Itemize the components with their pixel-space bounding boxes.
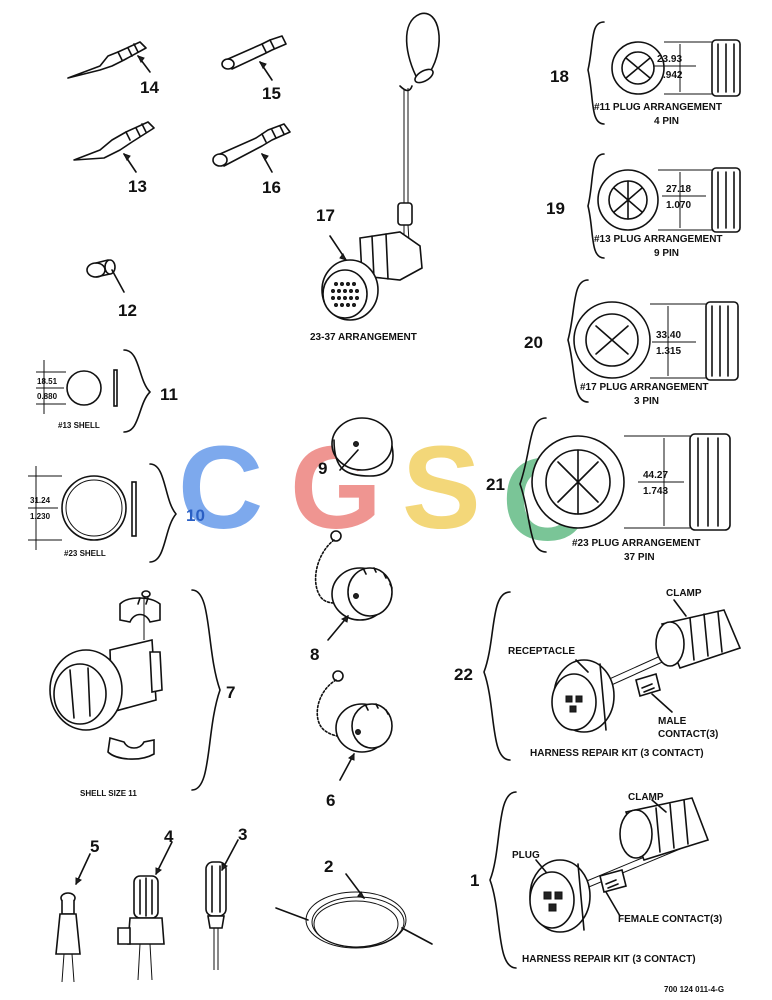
item-9-label: 9 <box>318 459 327 478</box>
socket-contact-16: 16 <box>212 123 291 197</box>
item-19-dim-bottom: 1.070 <box>666 200 691 211</box>
item-22-clamp-label: CLAMP <box>666 588 702 599</box>
item-18-dim-bottom: .942 <box>663 70 683 81</box>
watermark-letter-s: S <box>402 422 481 554</box>
item-13-label: 13 <box>128 177 147 196</box>
item-5-label: 5 <box>90 837 99 856</box>
shell-7: 7 SHELL SIZE 11 <box>49 589 235 798</box>
shell-10: 31.24 1.230 10 #23 SHELL <box>28 463 205 563</box>
pin-grid <box>331 282 359 307</box>
harness-kit-22: 22 CLAMP RECEPTACLE MALE CONTACT(3) HARN… <box>454 588 742 761</box>
plug-arrangement-19: 19 27.18 1.070 #13 PLUG ARRANGEMENT 9 PI… <box>546 153 741 259</box>
item-20-caption-1: #17 PLUG ARRANGEMENT <box>580 382 709 393</box>
item-18-caption-2: 4 PIN <box>654 116 679 127</box>
figure-id: 700 124 011-4-G <box>664 985 724 994</box>
item-10-caption: #23 SHELL <box>64 549 106 558</box>
item-18-label: 18 <box>550 67 569 86</box>
item-1-clamp-label: CLAMP <box>628 792 664 803</box>
item-12-label: 12 <box>118 301 137 320</box>
pin-contact-14: 14 <box>67 41 159 97</box>
item-15-label: 15 <box>262 84 281 103</box>
item-19-label: 19 <box>546 199 565 218</box>
item-1-plug-label: PLUG <box>512 850 540 861</box>
item-18-dim-top: 23.93 <box>657 54 682 65</box>
item-22-receptacle-label: RECEPTACLE <box>508 646 575 657</box>
socket-contact-15: 15 <box>221 35 287 103</box>
item-22-label: 22 <box>454 665 473 684</box>
item-14-label: 14 <box>140 78 159 97</box>
item-17-label: 17 <box>316 206 335 225</box>
cap-6: 6 <box>316 670 393 810</box>
item-4-label: 4 <box>164 827 174 846</box>
plug-arrangement-20: 20 33.40 1.315 #17 PLUG ARRANGEMENT 3 PI… <box>524 279 739 407</box>
item-20-dim-top: 33.40 <box>656 330 681 341</box>
item-8-label: 8 <box>310 645 319 664</box>
item-10-dim-top: 31.24 <box>30 496 51 505</box>
item-22-contact-label-1: MALE <box>658 716 687 727</box>
item-11-dim-bottom: 0.880 <box>37 392 58 401</box>
item-19-caption-2: 9 PIN <box>654 248 679 259</box>
item-7-caption: SHELL SIZE 11 <box>80 789 137 798</box>
item-10-label: 10 <box>186 506 205 525</box>
item-21-caption-2: 37 PIN <box>624 552 655 563</box>
item-21-dim-bottom: 1.743 <box>643 486 668 497</box>
screwdriver-3: 3 <box>205 825 247 970</box>
harness-kit-1: 1 CLAMP PLUG FEMALE CONTACT(3) HARNESS R… <box>470 791 722 969</box>
item-1-label: 1 <box>470 871 479 890</box>
item-2-label: 2 <box>324 857 333 876</box>
cap-8: 8 <box>310 530 393 664</box>
item-7-label: 7 <box>226 683 235 702</box>
item-19-dim-top: 27.18 <box>666 184 691 195</box>
shell-11: 18.51 0.880 11 #13 SHELL <box>36 349 178 433</box>
item-11-dim-top: 18.51 <box>37 377 58 386</box>
item-3-label: 3 <box>238 825 247 844</box>
item-6-label: 6 <box>326 791 335 810</box>
plug-12: 12 <box>86 259 137 320</box>
item-22-contact-label-2: CONTACT(3) <box>658 729 718 740</box>
item-20-caption-2: 3 PIN <box>634 396 659 407</box>
wire-coil-2: 2 <box>275 857 433 949</box>
pin-contact-13: 13 <box>73 121 155 196</box>
item-11-label: 11 <box>160 385 178 404</box>
tool-4: 4 <box>117 827 174 981</box>
item-21-caption-1: #23 PLUG ARRANGEMENT <box>572 538 701 549</box>
plug-arrangement-21: 21 44.27 1.743 #23 PLUG ARRANGEMENT 37 P… <box>486 417 731 563</box>
item-20-dim-bottom: 1.315 <box>656 346 681 357</box>
item-17-caption: 23-37 ARRANGEMENT <box>310 332 417 343</box>
item-19-caption-1: #13 PLUG ARRANGEMENT <box>594 234 723 245</box>
item-1-contact-label: FEMALE CONTACT(3) <box>618 914 722 925</box>
cap-9: 9 <box>318 417 394 478</box>
item-20-label: 20 <box>524 333 543 352</box>
item-22-caption: HARNESS REPAIR KIT (3 CONTACT) <box>530 748 704 759</box>
item-16-label: 16 <box>262 178 281 197</box>
item-21-dim-top: 44.27 <box>643 470 668 481</box>
connector-17: 17 23-37 ARRANGEMENT <box>310 12 440 343</box>
watermark-letter-c1: C <box>178 422 263 554</box>
item-18-caption-1: #11 PLUG ARRANGEMENT <box>594 102 722 113</box>
item-10-dim-bottom: 1.230 <box>30 512 51 521</box>
plug-arrangement-18: 18 23.93 .942 #11 PLUG ARRANGEMENT 4 PIN <box>550 21 741 127</box>
item-1-caption: HARNESS REPAIR KIT (3 CONTACT) <box>522 954 696 965</box>
tool-5: 5 <box>55 837 99 983</box>
item-21-label: 21 <box>486 475 505 494</box>
item-11-caption: #13 SHELL <box>58 421 100 430</box>
